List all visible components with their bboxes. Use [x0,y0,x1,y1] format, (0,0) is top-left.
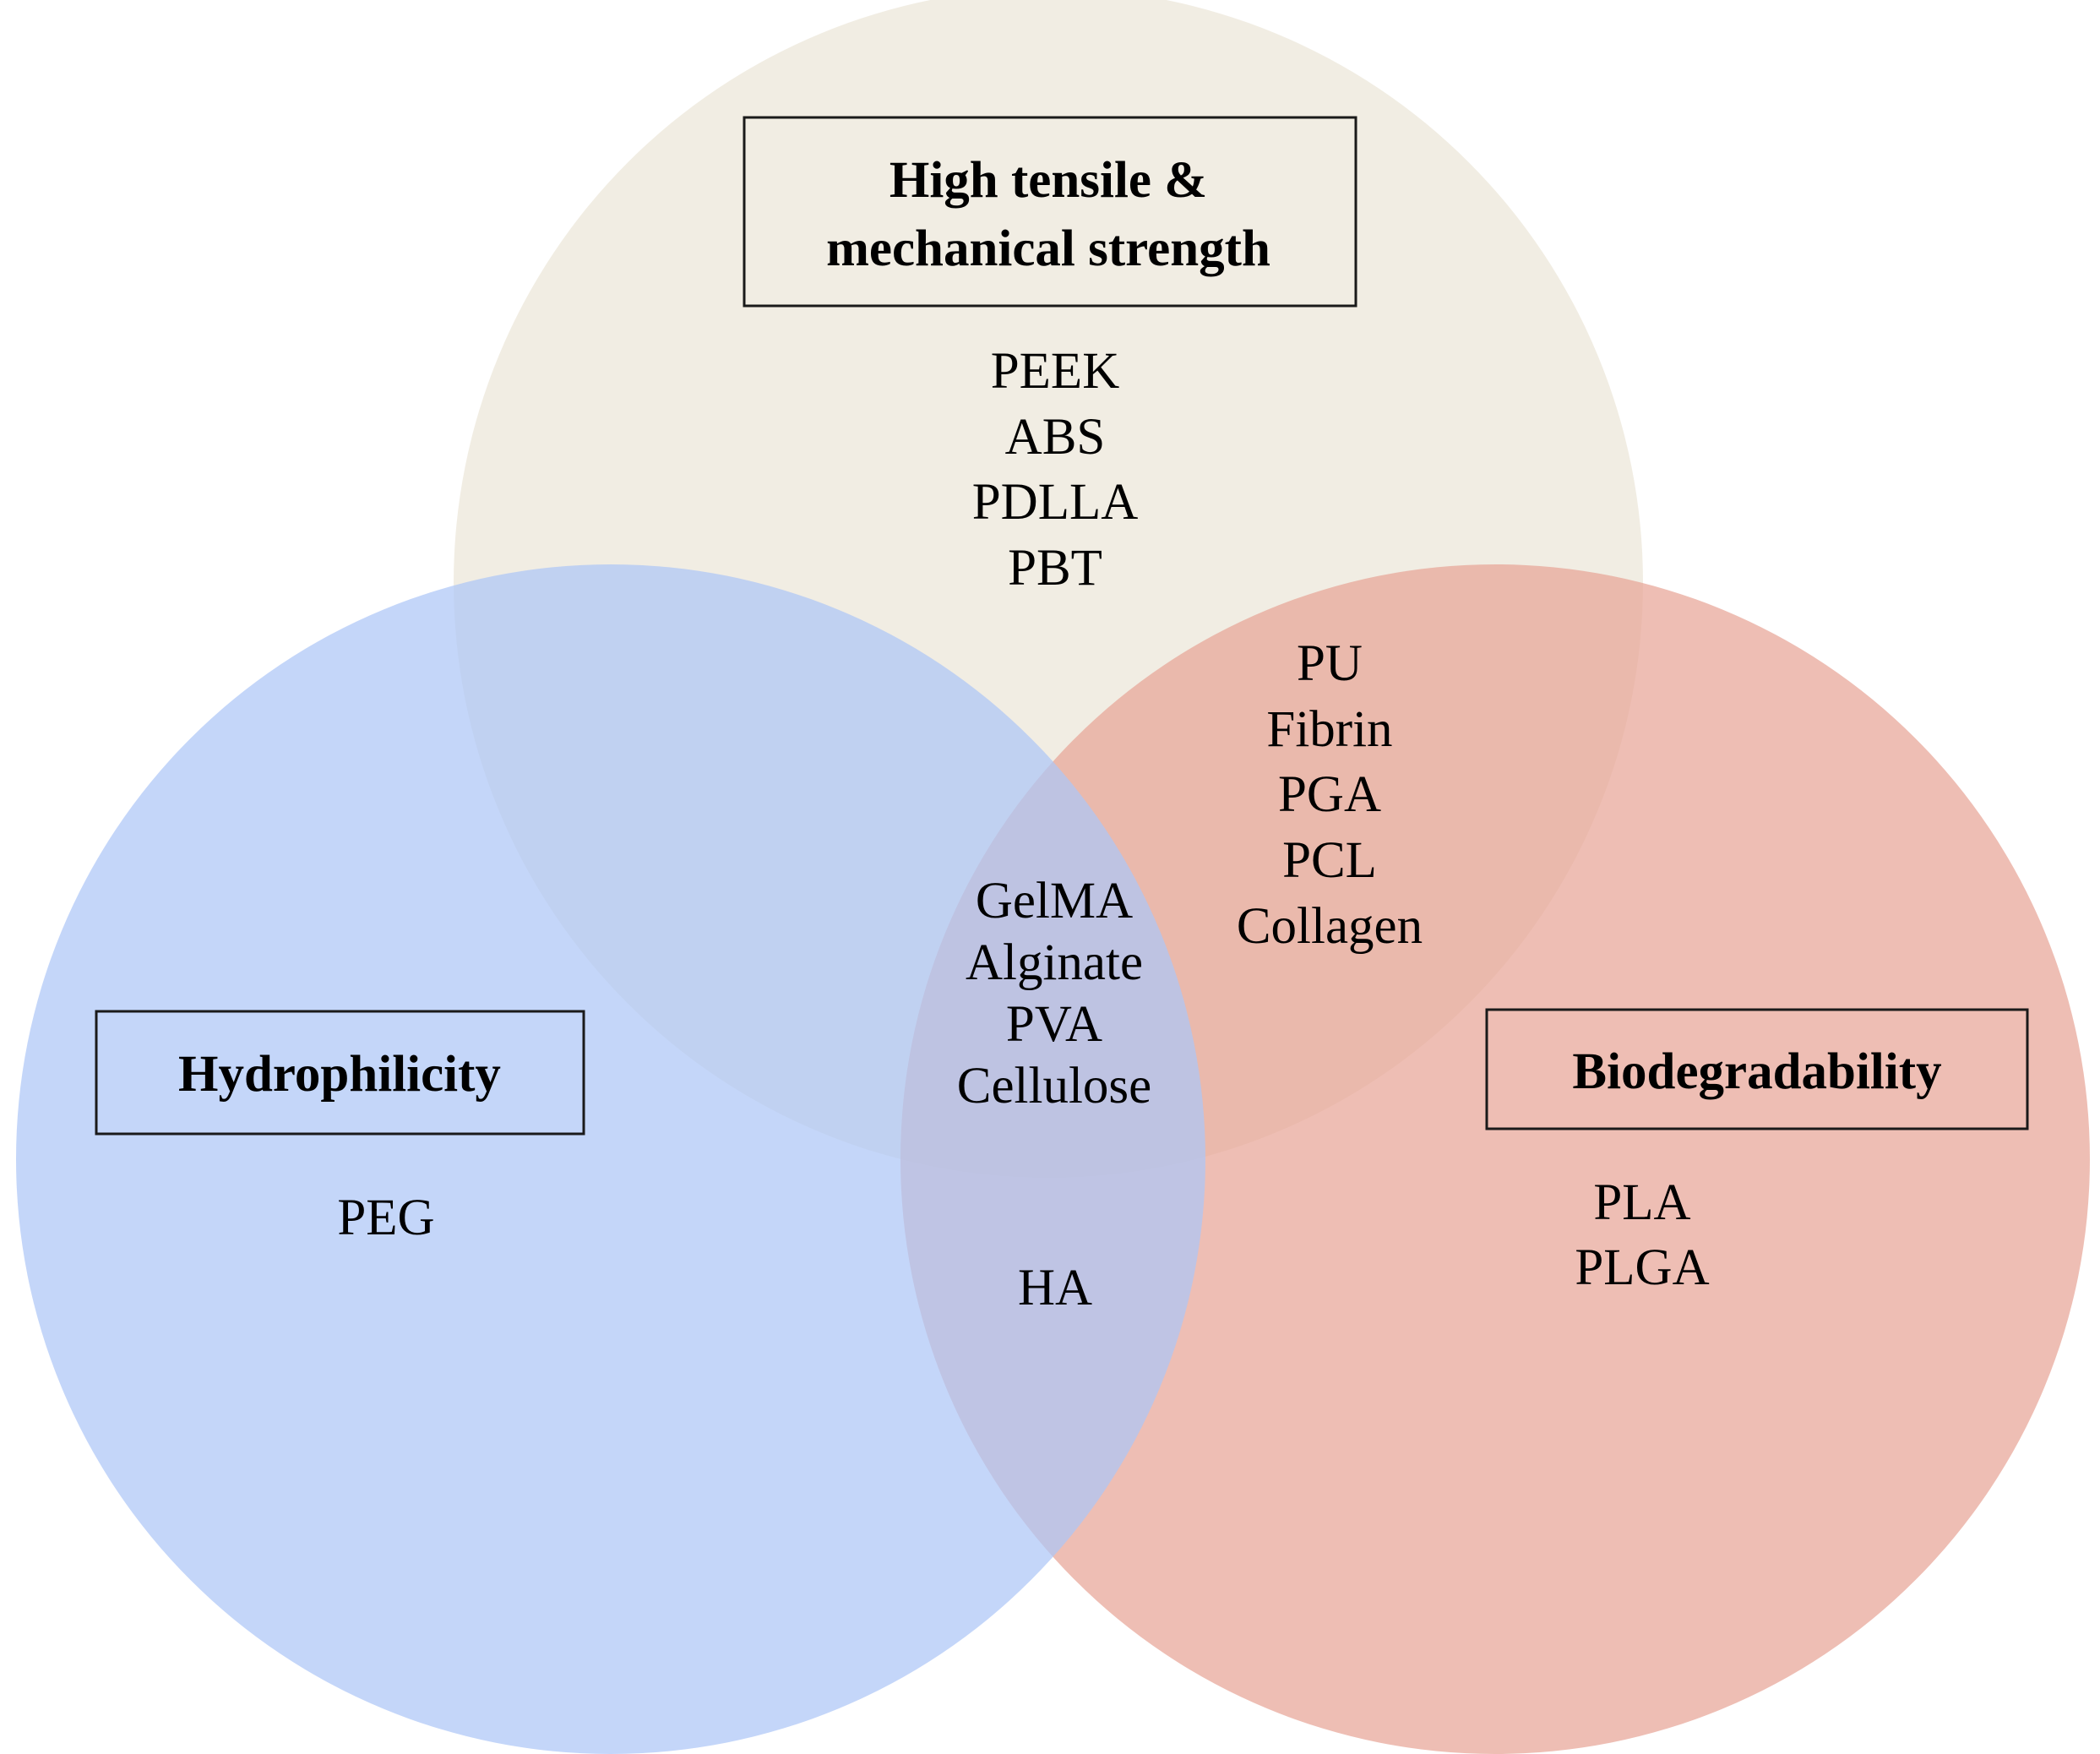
item-pva: PVA [1006,996,1102,1053]
item-pla: PLA [1593,1174,1690,1231]
hydrophilicity-title: Hydrophilicity [178,1046,501,1103]
item-pdlla: PDLLA [972,474,1139,531]
item-gelma: GelMA [976,873,1133,929]
biodegradability-title: Biodegradability [1572,1043,1941,1100]
item-pbt: PBT [1008,540,1102,596]
strength-title-line-1: High tensile & [890,152,1207,209]
circle-biodegradability [900,564,2090,1754]
region-items: PEEK ABS PDLLA PBT PU Fibrin PGA PCL Col… [337,343,1709,1316]
item-ha: HA [1018,1260,1092,1316]
biodegradability-label-box [1485,1008,2029,1130]
strength-title-line-2: mechanical strength [826,221,1270,277]
item-cellulose: Cellulose [957,1058,1151,1114]
circle-hydrophilicity [16,564,1205,1754]
item-plga: PLGA [1575,1239,1709,1296]
hydrophilicity-label-box [95,1010,585,1136]
item-pu: PU [1297,635,1363,692]
circles [16,0,2090,1754]
strength-label-box [743,116,1357,308]
item-peek: PEEK [991,343,1120,400]
set-titles: High tensile & mechanical strength Hydro… [178,152,1942,1103]
item-fibrin: Fibrin [1266,701,1392,758]
item-peg: PEG [337,1190,434,1246]
item-alginate: Alginate [966,934,1143,991]
item-pcl: PCL [1282,832,1377,889]
item-collagen: Collagen [1237,898,1423,955]
item-abs: ABS [1005,409,1106,466]
label-boxes [95,116,2029,1136]
item-pga: PGA [1278,766,1381,823]
